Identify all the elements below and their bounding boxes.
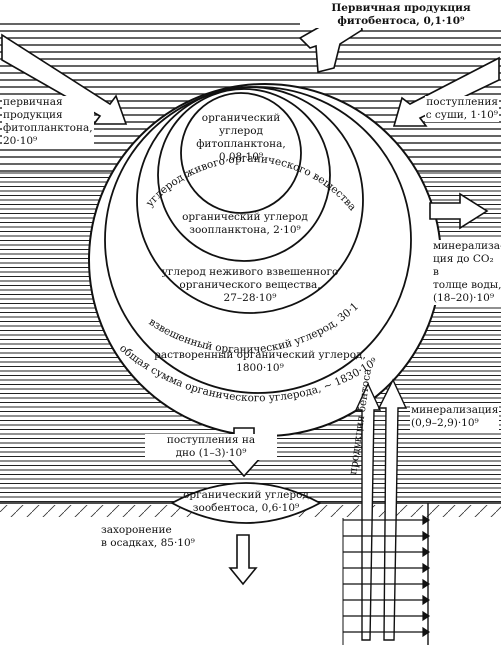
land-input-arrow [392, 56, 500, 127]
benthic-production-arrow [354, 382, 382, 641]
mineralization-water-arrow [429, 192, 489, 230]
mineralization-bottom-label: минерализация(0,9–2,9)·10⁹ [410, 404, 500, 430]
mineralization-water-label: минерализа- ция до CO₂ в толще воды, (18… [432, 240, 501, 305]
burial-arrow [228, 534, 258, 586]
bottom-mineralization-arrow [377, 378, 408, 641]
living-carbon-circle [136, 86, 364, 314]
phytoplankton-primary-label: первичная продукция фитопланктона, 20·10… [2, 96, 94, 148]
sediment-flux-arrows [342, 503, 431, 645]
dissolved-carbon-label: растворенный органический углерод,1800·1… [154, 349, 366, 374]
phytoplankton-circle [180, 92, 302, 214]
zooplankton-circle [157, 88, 331, 262]
zoobenthos-lens [170, 482, 322, 524]
phytoplankton-input-arrow [1, 33, 128, 125]
